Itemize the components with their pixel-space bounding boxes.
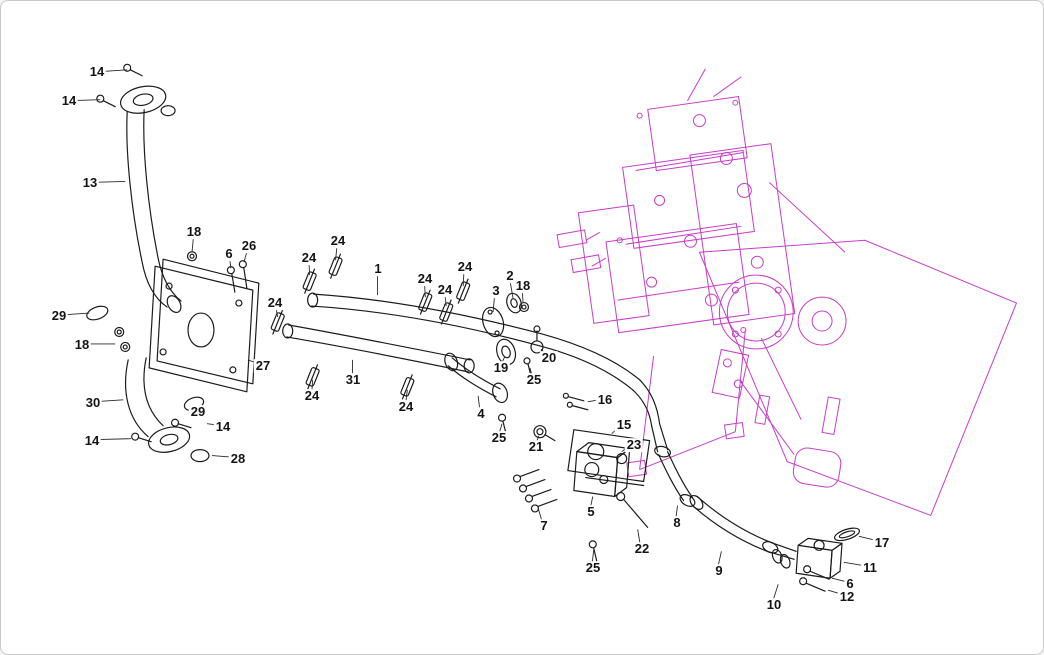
tank-outline bbox=[698, 239, 1018, 517]
valve-block-mid bbox=[622, 149, 755, 249]
part-7-bolts bbox=[512, 468, 558, 513]
part-callout-18: 18 bbox=[513, 278, 533, 294]
part-28-oring bbox=[190, 449, 210, 463]
part-callout-6: 6 bbox=[844, 576, 856, 592]
part-callout-24: 24 bbox=[328, 233, 348, 249]
part-callout-25: 25 bbox=[489, 430, 509, 446]
part-callout-24: 24 bbox=[415, 271, 435, 287]
part-callout-18: 18 bbox=[72, 337, 92, 353]
part-callout-21: 21 bbox=[526, 439, 546, 455]
tank-bracket bbox=[711, 348, 750, 399]
tank-port-large bbox=[718, 274, 794, 350]
part-callout-2: 2 bbox=[504, 268, 516, 284]
part-callout-13: 13 bbox=[80, 175, 100, 191]
part-callout-27: 27 bbox=[253, 358, 273, 374]
part-callout-30: 30 bbox=[83, 395, 103, 411]
valve-block-low bbox=[605, 223, 750, 334]
part-23-gasket bbox=[585, 476, 645, 487]
part-callout-24: 24 bbox=[302, 388, 322, 404]
part-callout-10: 10 bbox=[764, 597, 784, 613]
part-12-bolt bbox=[799, 577, 826, 592]
part-callout-6: 6 bbox=[223, 246, 235, 262]
valve-block-top bbox=[647, 96, 748, 172]
part-callout-24: 24 bbox=[435, 282, 455, 298]
part-26-bolt bbox=[238, 260, 248, 289]
part-27-plate bbox=[148, 258, 260, 393]
part-callout-24: 24 bbox=[396, 399, 416, 415]
part-callout-8: 8 bbox=[671, 515, 683, 531]
part-2-flange bbox=[506, 292, 522, 314]
part-callout-25: 25 bbox=[583, 560, 603, 576]
part-4-pipe bbox=[444, 352, 509, 404]
part-callout-14: 14 bbox=[87, 64, 107, 80]
part-callout-22: 22 bbox=[632, 541, 652, 557]
part-callout-17: 17 bbox=[872, 535, 892, 551]
part-callout-9: 9 bbox=[713, 563, 725, 579]
part-21-fitting bbox=[533, 425, 556, 442]
part-3-flange bbox=[481, 306, 505, 338]
part-callout-26: 26 bbox=[239, 238, 259, 254]
part-1-pipe bbox=[307, 292, 669, 453]
part-callout-29: 29 bbox=[188, 404, 208, 420]
part-29-clamp-top bbox=[86, 305, 109, 321]
part-24-clamps bbox=[270, 253, 471, 400]
part-callout-24: 24 bbox=[299, 250, 319, 266]
part-callout-12: 12 bbox=[837, 589, 857, 605]
part-callout-24: 24 bbox=[265, 295, 285, 311]
reference-assembly bbox=[556, 68, 1018, 517]
part-callout-3: 3 bbox=[490, 283, 502, 299]
part-callout-25: 25 bbox=[524, 372, 544, 388]
part-callout-14: 14 bbox=[82, 433, 102, 449]
part-14-bolts bbox=[96, 63, 192, 443]
part-callout-20: 20 bbox=[539, 350, 559, 366]
part-callout-24: 24 bbox=[455, 259, 475, 275]
part-callout-31: 31 bbox=[343, 372, 363, 388]
part-callout-19: 19 bbox=[491, 360, 511, 376]
part-callout-18: 18 bbox=[184, 224, 204, 240]
part-6-bolt-right bbox=[803, 565, 830, 580]
part-callout-5: 5 bbox=[585, 504, 597, 520]
part-16-pins bbox=[562, 392, 589, 411]
part-callout-28: 28 bbox=[228, 451, 248, 467]
tank-foot bbox=[792, 447, 842, 488]
part-11-block bbox=[795, 537, 843, 579]
part-8-hose bbox=[654, 445, 696, 507]
part-17-clamp bbox=[833, 527, 861, 542]
part-22-bolt bbox=[616, 491, 649, 528]
part-callout-16: 16 bbox=[595, 392, 615, 408]
tank-port-small bbox=[797, 296, 847, 346]
part-callout-15: 15 bbox=[614, 417, 634, 433]
part-callout-29: 29 bbox=[49, 308, 69, 324]
part-callout-7: 7 bbox=[538, 518, 550, 534]
part-callout-4: 4 bbox=[475, 406, 487, 422]
part-callout-23: 23 bbox=[624, 437, 644, 453]
part-10-orings bbox=[771, 548, 791, 569]
part-callout-14: 14 bbox=[59, 93, 79, 109]
part-30-elbow bbox=[125, 357, 191, 453]
part-9-pipe bbox=[689, 494, 797, 560]
part-20-fitting bbox=[530, 325, 544, 354]
part-25-bolt-c bbox=[588, 540, 598, 562]
part-callout-1: 1 bbox=[372, 261, 384, 277]
part-callout-14: 14 bbox=[213, 419, 233, 435]
part-callout-11: 11 bbox=[861, 560, 879, 576]
